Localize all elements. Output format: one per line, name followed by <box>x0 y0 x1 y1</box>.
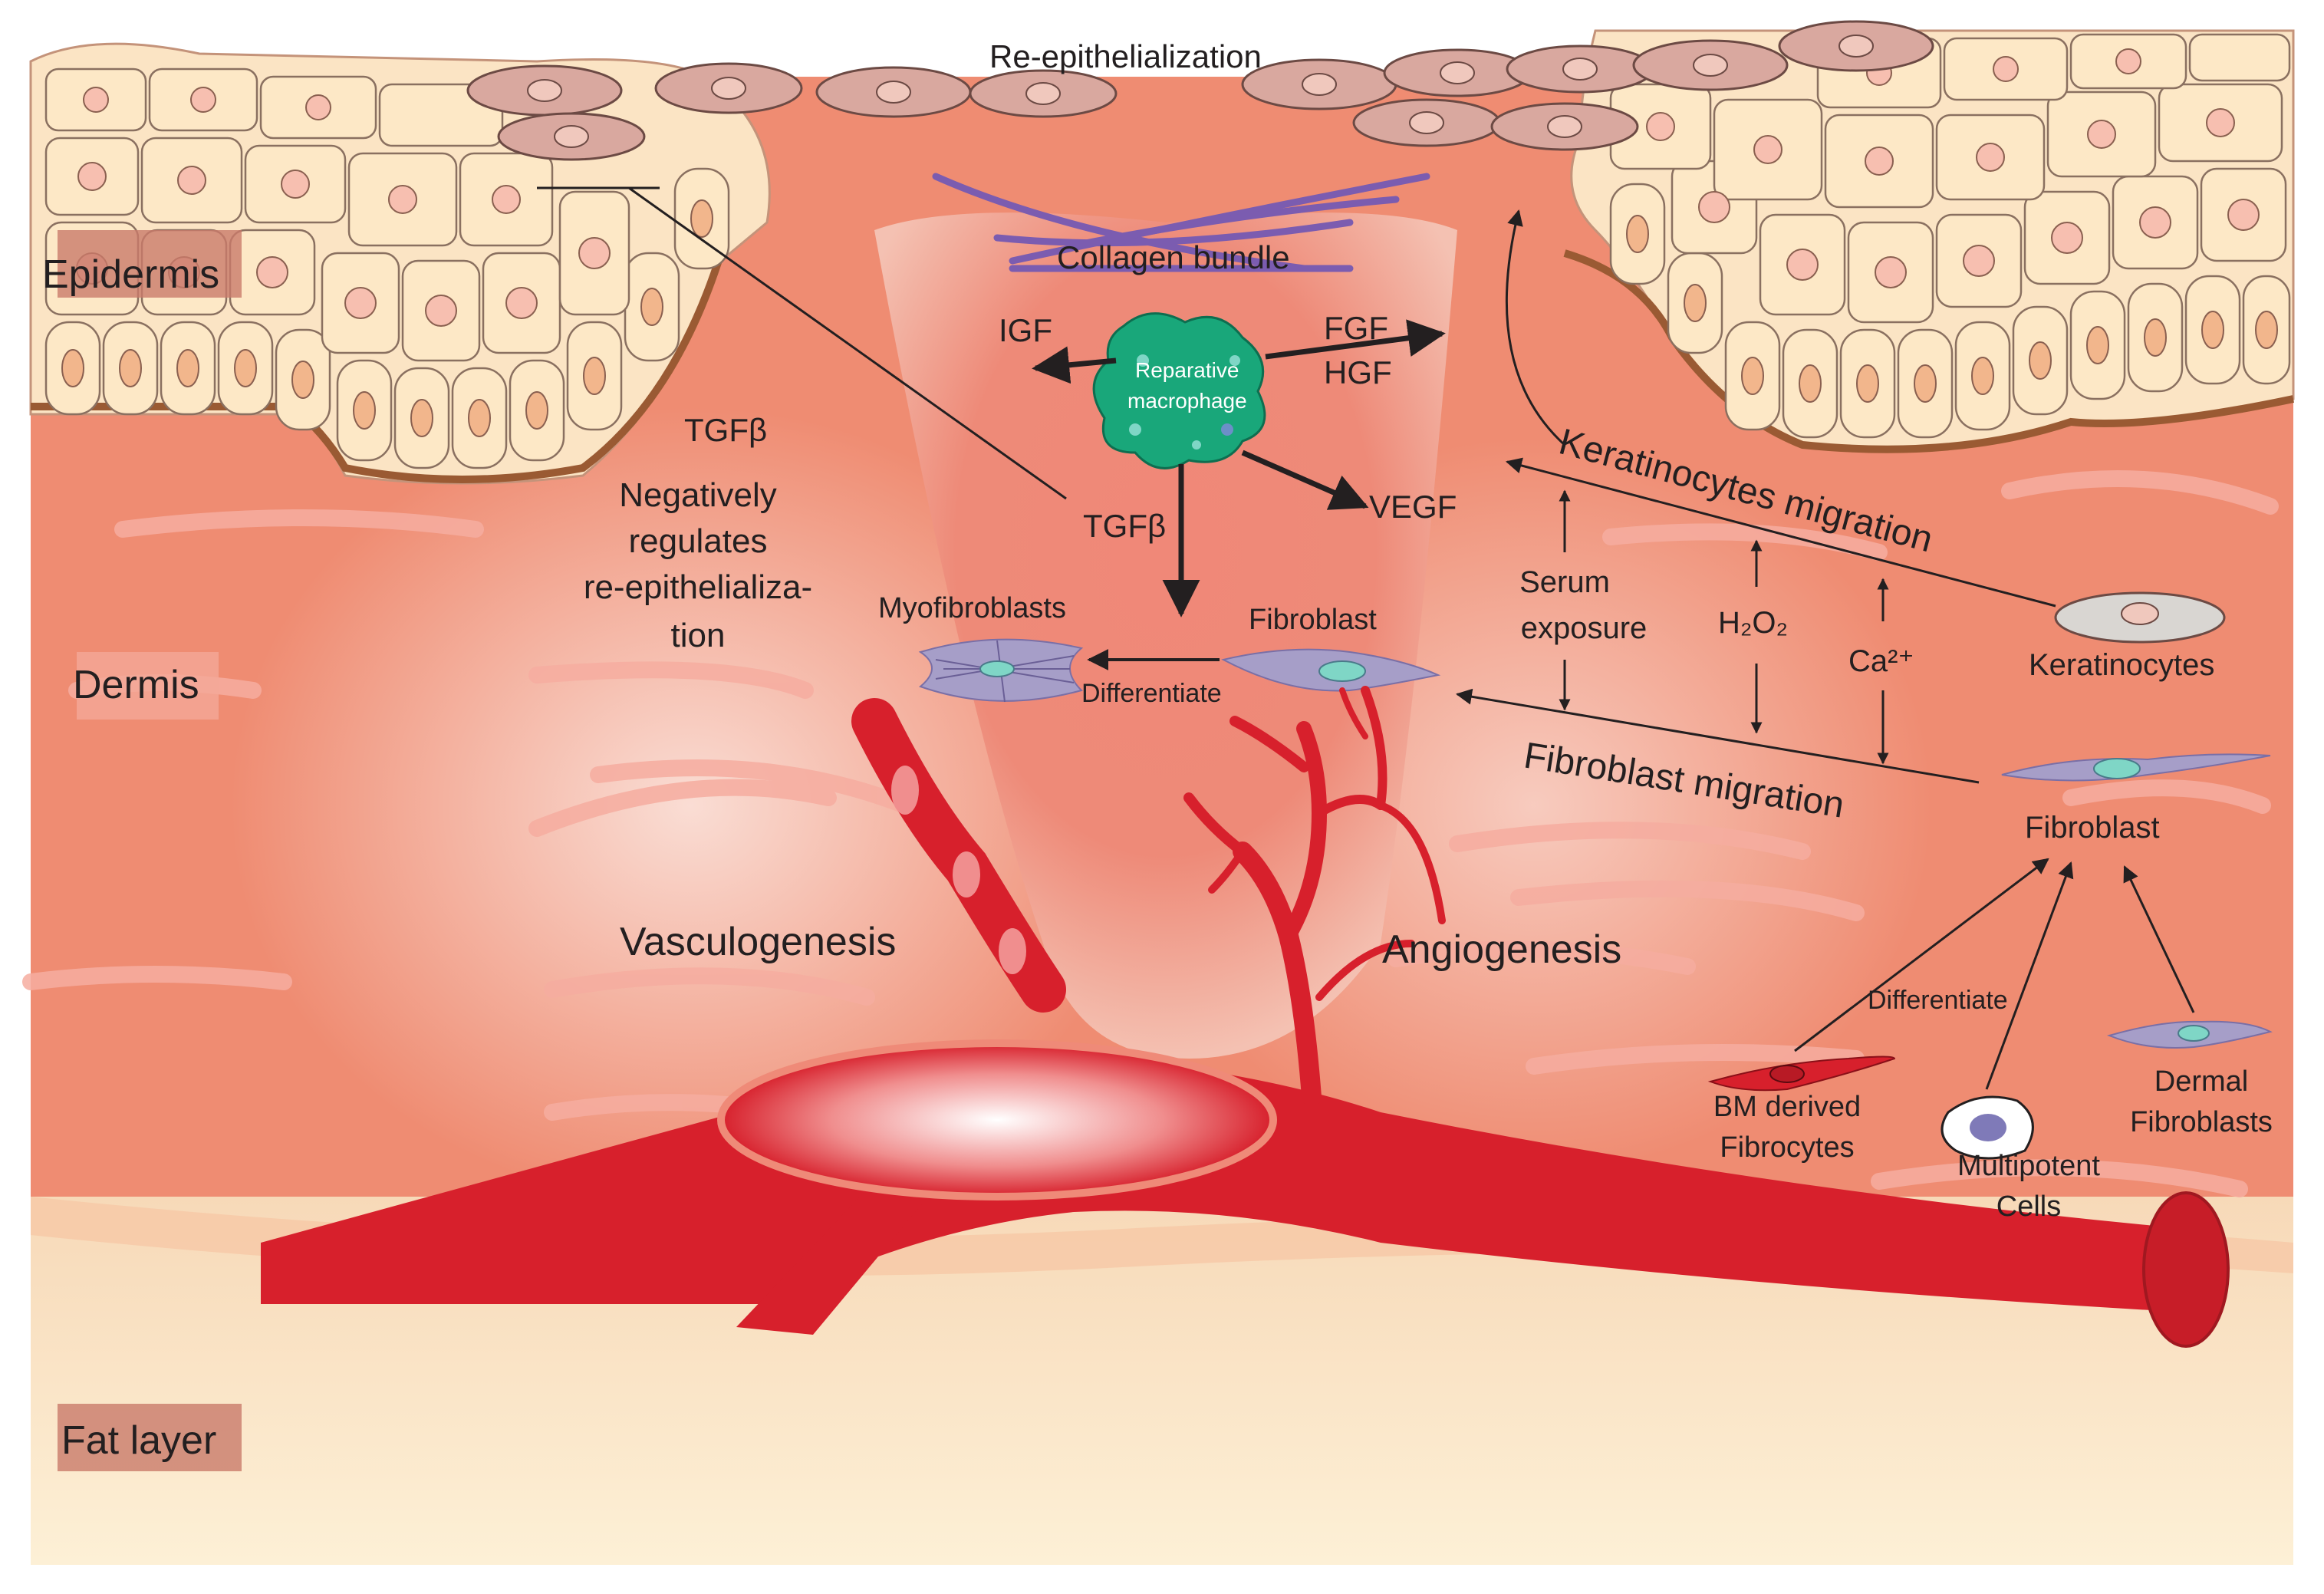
fat-label-box <box>58 1404 242 1471</box>
bm-line-1: BM derived <box>1713 1091 1861 1123</box>
tgfb-left-label: TGFβ <box>684 412 767 448</box>
arrow-vegf <box>1241 450 1369 510</box>
igf-label: IGF <box>999 312 1052 348</box>
negative-line-4: tion <box>671 617 726 654</box>
fibroblast-center-label: Fibroblast <box>1249 604 1377 636</box>
vasculogenesis-label: Vasculogenesis <box>620 920 896 964</box>
vegf-label: VEGF <box>1369 489 1457 525</box>
epidermis-right <box>1563 29 2295 453</box>
basement-membrane-right <box>1563 249 2295 453</box>
negative-line-3: re-epithelializa- <box>584 568 812 606</box>
myofibroblasts-label: Myofibroblasts <box>878 592 1066 624</box>
dermal-fibroblast-cell <box>2106 1020 2273 1049</box>
multipotent-line-2: Cells <box>1996 1191 2061 1223</box>
vessel-cross-section <box>717 1039 1277 1200</box>
blood-vessels <box>261 686 2230 1348</box>
vessel-end <box>2142 1191 2230 1348</box>
basement-membrane-left <box>31 252 725 483</box>
macrophage-label-1: Reparative <box>1135 358 1239 382</box>
reparative-macrophage <box>1092 312 1266 469</box>
fat-layer-label: Fat layer <box>61 1418 216 1463</box>
serum-line-1: Serum <box>1519 565 1610 599</box>
arrows <box>537 186 2195 1090</box>
bm-fibrocyte-cell <box>1707 1056 1896 1092</box>
angiogenesis-label: Angiogenesis <box>1382 927 1621 972</box>
hgf-label: HGF <box>1324 354 1392 390</box>
ca-label: Ca²⁺ <box>1848 644 1914 678</box>
negative-line-1: Negatively <box>619 476 776 514</box>
angiogenesis-sprouts <box>1183 686 1446 1107</box>
dermal-line-2: Fibroblasts <box>2130 1106 2273 1138</box>
multipotent-cell <box>1941 1095 2034 1160</box>
arrow-bm-to-fibroblast <box>1794 858 2049 1052</box>
tgfb-inhibit-line <box>628 186 1067 500</box>
differentiate-center-label: Differentiate <box>1081 679 1222 708</box>
arrow-fibroblast-migration <box>1455 688 1980 784</box>
arrow-fgf <box>1265 319 1446 360</box>
epidermis-left <box>29 42 771 485</box>
dermis-label-box <box>77 652 219 720</box>
dermal-line-1: Dermal <box>2154 1065 2248 1098</box>
epidermis-label-box <box>58 230 242 298</box>
arrow-multipotent-to-fibroblast <box>1985 861 2074 1090</box>
vessel-branch <box>736 1181 928 1335</box>
serum-line-2: exposure <box>1521 611 1648 645</box>
fibroblast-right-label: Fibroblast <box>2025 811 2160 845</box>
myofibroblast-cell <box>918 638 1084 703</box>
fgf-label: FGF <box>1324 310 1388 346</box>
migrating-keratinocyte-nuclei <box>527 35 1874 148</box>
nuclei-right <box>1626 48 2278 403</box>
negative-line-2: regulates <box>628 522 767 560</box>
macrophage-label-2: macrophage <box>1127 389 1247 413</box>
keratinocyte-cell <box>2054 591 2226 644</box>
arrow-keratinocytes-migration <box>1505 457 2056 608</box>
h2o2-label: H₂O₂ <box>1718 606 1788 640</box>
arrow-dermal-to-fibroblast <box>2123 865 2195 1013</box>
differentiate-right-label: Differentiate <box>1868 986 2008 1015</box>
collagen-bundle <box>932 173 1430 272</box>
dermis-label: Dermis <box>73 663 199 707</box>
multipotent-line-1: Multipotent <box>1957 1150 2100 1182</box>
reepithelialization-label: Re-epithelialization <box>989 38 1262 74</box>
fibroblast-center-cell <box>1221 648 1441 692</box>
vasculogenesis-vessel <box>851 698 1066 1013</box>
nuclei-left <box>61 87 713 437</box>
arrow-keratinocyte-curve <box>1505 209 1566 446</box>
keratinocytes-label: Keratinocytes <box>2029 648 2214 682</box>
bm-line-2: Fibrocytes <box>1720 1131 1854 1164</box>
pale-region-left <box>230 407 1150 1204</box>
fibroblast-right-cell <box>2001 753 2271 782</box>
epidermis-label: Epidermis <box>42 252 219 297</box>
tgfb-center-label: TGFβ <box>1083 508 1166 544</box>
arrow-igf <box>1032 346 1117 384</box>
collagen-bundle-label: Collagen bundle <box>1057 239 1290 275</box>
